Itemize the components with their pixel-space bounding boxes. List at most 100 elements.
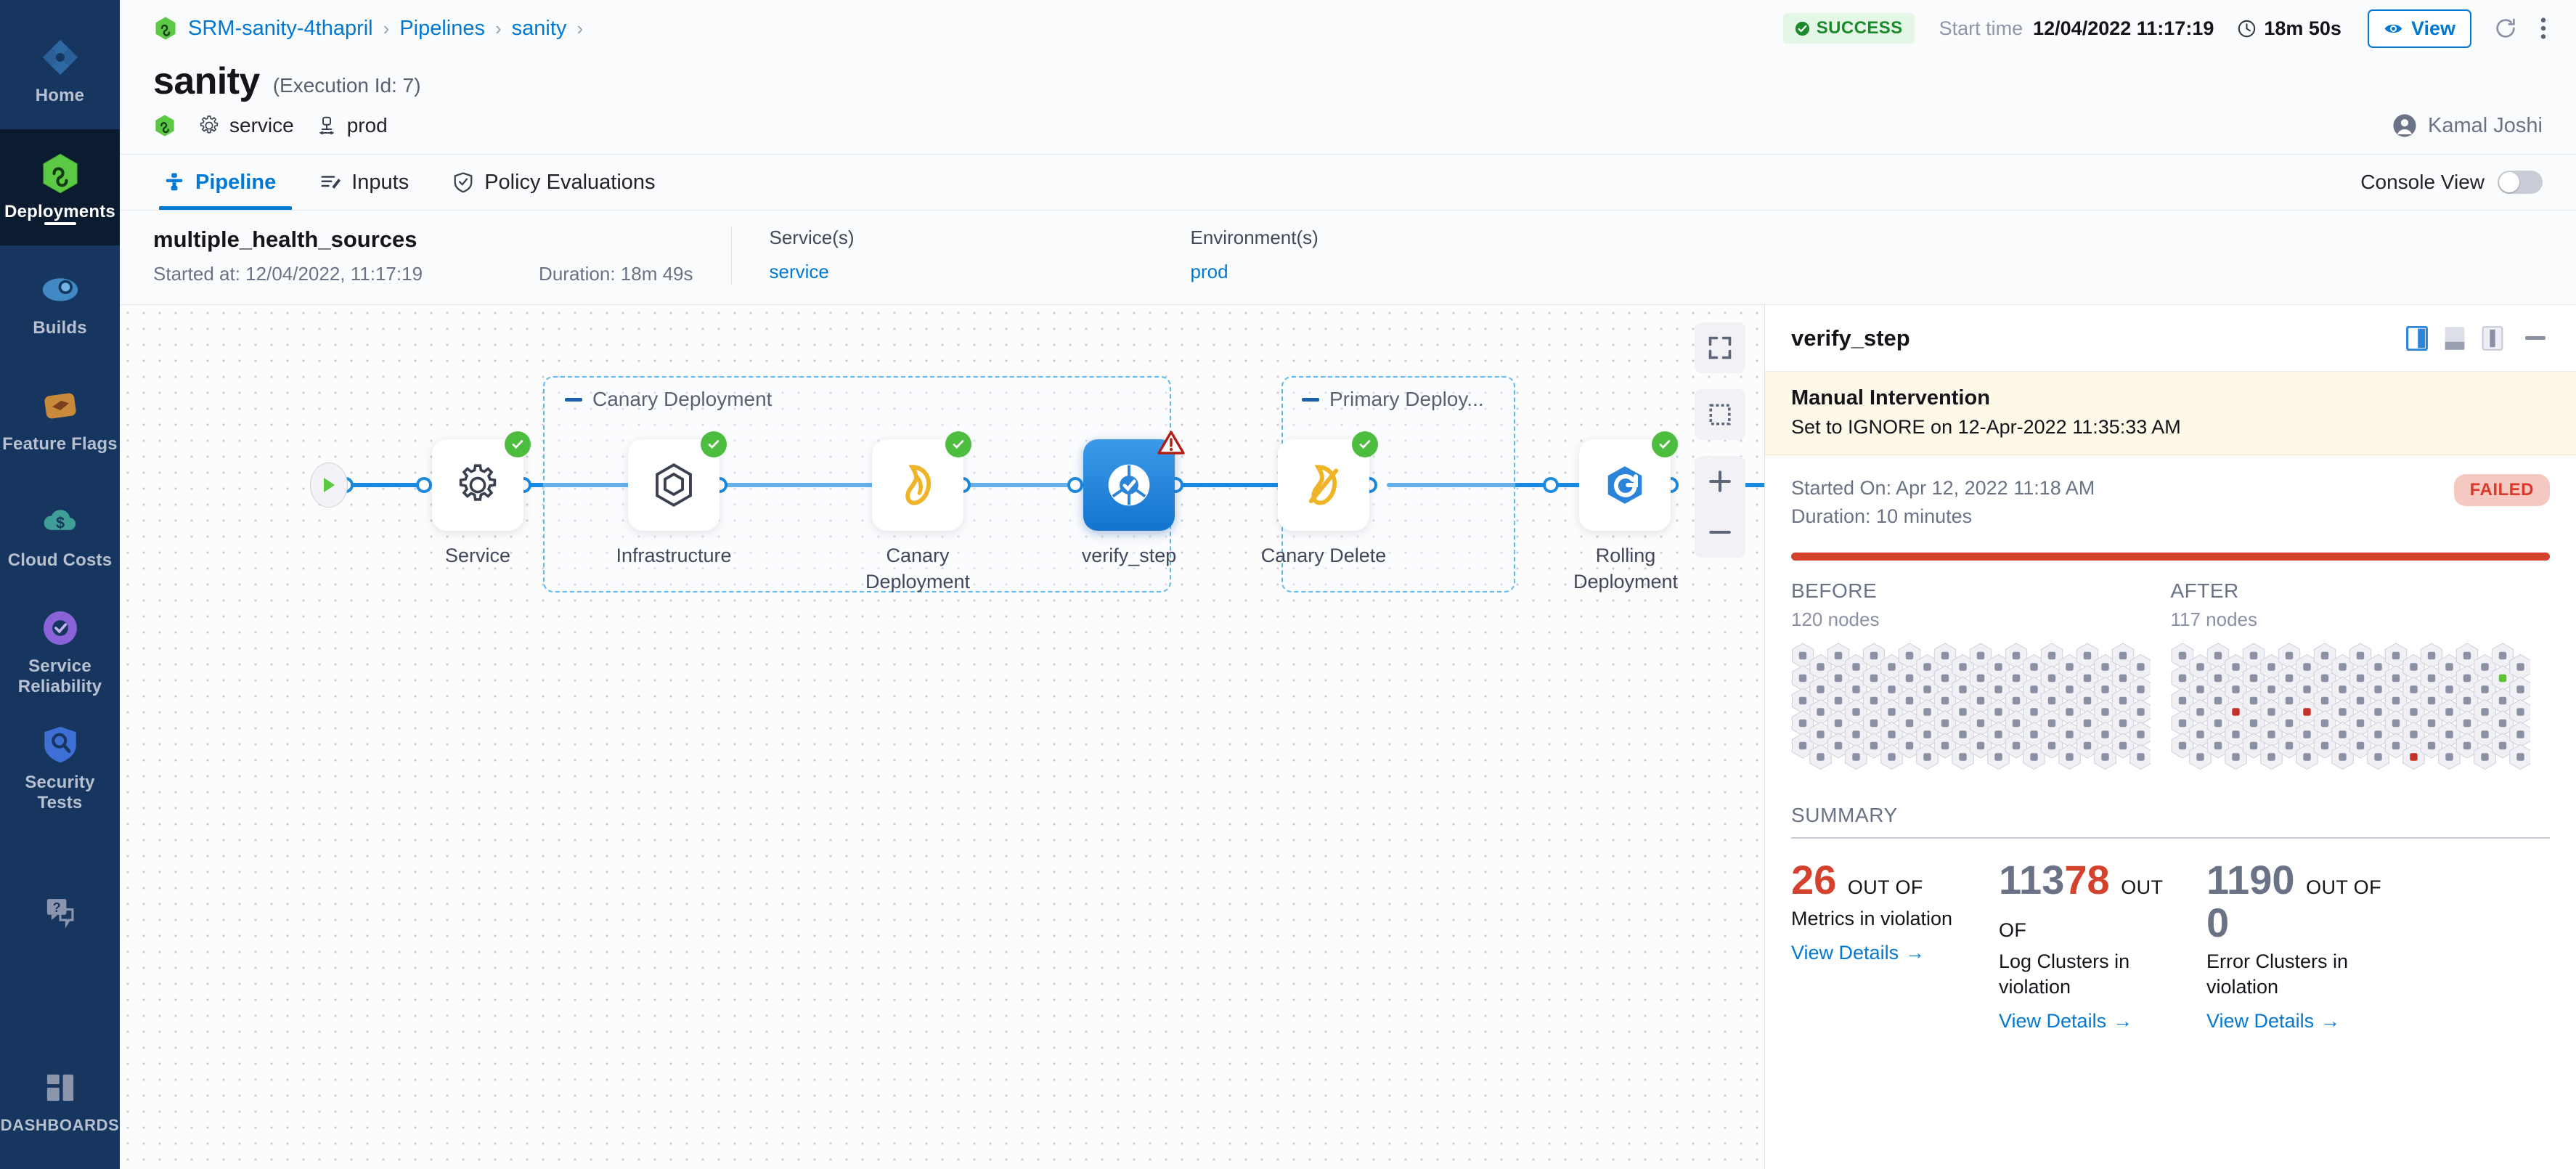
collapse-dash-icon[interactable]: [565, 397, 582, 402]
sidebar-item-service-reliability[interactable]: Service Reliability: [0, 594, 120, 710]
fullscreen-icon[interactable]: [1695, 322, 1745, 373]
minimize-icon[interactable]: [2525, 336, 2546, 340]
builds-icon: [42, 278, 78, 301]
console-view-control[interactable]: Console View: [2360, 155, 2543, 210]
metric-description: Log Clusters in violation: [1999, 950, 2130, 998]
user-name: Kamal Joshi: [2428, 113, 2543, 137]
view-button[interactable]: View: [2367, 9, 2471, 48]
sidebar-item-label: DASHBOARDS: [0, 1116, 120, 1135]
duration-value: 18m 50s: [2264, 17, 2341, 39]
breadcrumb-item-project[interactable]: SRM-sanity-4thapril: [188, 16, 373, 40]
cloud-costs-icon: $: [44, 510, 76, 532]
metric-view-details-link[interactable]: View Details →: [1791, 942, 1983, 964]
summary-metrics: 26 OUT OF Metrics in violation View Deta…: [1791, 858, 2550, 1032]
before-hex-canvas: [1791, 643, 2151, 770]
panel-body: Started On: Apr 12, 2022 11:18 AM Durati…: [1765, 455, 2576, 1169]
node-grids: [1791, 643, 2550, 781]
breadcrumb-separator: ›: [383, 17, 390, 39]
user-menu[interactable]: Kamal Joshi: [2392, 113, 2543, 138]
after-hex-grid[interactable]: [2171, 643, 2551, 781]
tab-spacer: [677, 155, 2361, 210]
tab-pipeline[interactable]: Pipeline: [153, 155, 298, 210]
pipeline-icon: [166, 173, 183, 191]
sidebar-item-help[interactable]: ?: [0, 857, 120, 973]
services-value[interactable]: service: [769, 261, 829, 282]
environment-chip[interactable]: prod: [316, 114, 388, 137]
check-icon: [953, 440, 964, 449]
svg-text:$: $: [55, 514, 64, 532]
sidebar-item-label: Builds: [33, 318, 87, 338]
node-rolling-deployment[interactable]: [1579, 439, 1671, 531]
breadcrumb-item-sanity[interactable]: sanity: [511, 16, 567, 40]
panel-maximize-icon[interactable]: [2482, 325, 2503, 351]
environments-value[interactable]: prod: [1190, 261, 1228, 282]
node-label-canary-delete: Canary Delete: [1260, 545, 1387, 566]
pipeline-canvas[interactable]: Canary Deployment Primary Deploy...: [120, 305, 1764, 1169]
sidebar-item-feature-flags[interactable]: Feature Flags: [0, 362, 120, 478]
meta-row: service prod Kamal Joshi: [120, 103, 2576, 154]
start-time-value: 12/04/2022 11:17:19: [2033, 17, 2214, 39]
group-canary-deployment[interactable]: [543, 376, 1171, 592]
before-hex-grid[interactable]: [1791, 643, 2171, 781]
user-avatar-icon: [2393, 114, 2416, 137]
breadcrumb-bar: SRM-sanity-4thapril › Pipelines › sanity…: [120, 0, 2576, 57]
metric-out-of: OUT OF: [2306, 876, 2381, 899]
primary-sidebar: Home Deployments Builds Feat: [0, 0, 120, 1169]
refresh-icon[interactable]: [2493, 16, 2518, 41]
status-badge-success: [1352, 431, 1378, 457]
node-infrastructure[interactable]: [628, 439, 720, 531]
collapse-dash-icon[interactable]: [1302, 397, 1319, 402]
status-badge-success: [505, 431, 531, 457]
sidebar-item-deployments[interactable]: Deployments: [0, 129, 120, 245]
node-service[interactable]: [432, 439, 523, 531]
check-icon: [1359, 440, 1371, 449]
node-canary-delete[interactable]: [1278, 439, 1369, 531]
breadcrumb-item-pipelines[interactable]: Pipelines: [399, 16, 485, 40]
view-button-label: View: [2410, 17, 2455, 39]
run-duration: Duration: 10 minutes: [1791, 505, 1973, 528]
after-column-header: AFTER 117 nodes: [2171, 579, 2551, 631]
panel-right-icon[interactable]: [2406, 325, 2428, 351]
service-chip[interactable]: service: [198, 114, 294, 137]
zoom-out-icon[interactable]: [1695, 507, 1745, 558]
sidebar-item-label: Service Reliability: [17, 656, 102, 696]
tab-policy-evaluations[interactable]: Policy Evaluations: [431, 155, 677, 210]
toggle-knob: [2499, 172, 2519, 192]
link-label: View Details: [1999, 1010, 2107, 1032]
tab-label: Pipeline: [195, 170, 277, 194]
port: [416, 477, 432, 493]
sidebar-item-home[interactable]: Home: [0, 13, 120, 129]
after-nodes: 117 nodes: [2170, 608, 2258, 631]
stage-name: multiple_health_sources: [153, 227, 417, 252]
service-reliability-icon: [43, 611, 77, 645]
metric-view-details-link[interactable]: View Details →: [2206, 1010, 2408, 1032]
sidebar-item-security-tests[interactable]: Security Tests: [0, 710, 120, 826]
vertical-divider: [730, 227, 732, 285]
link-label: View Details: [2206, 1010, 2315, 1032]
tab-label: Inputs: [351, 170, 409, 194]
run-meta-left: Started On: Apr 12, 2022 11:18 AM Durati…: [1791, 474, 2454, 531]
node-label-rolling-deployment: Rolling Deployment: [1573, 545, 1679, 592]
panel-bottom-icon[interactable]: [2444, 326, 2466, 351]
step-details-panel: verify_step: [1764, 305, 2576, 1169]
sidebar-item-builds[interactable]: Builds: [0, 245, 120, 362]
deployments-hex-infinity-icon: [42, 153, 78, 194]
node-label-service: Service: [444, 545, 511, 566]
more-vertical-icon[interactable]: [2540, 16, 2547, 41]
panel-header: verify_step: [1765, 305, 2576, 372]
services-label: Service(s): [769, 227, 855, 248]
node-canary-deployment[interactable]: [872, 439, 963, 531]
status-badge-warning: [1157, 430, 1186, 456]
sidebar-item-cloud-costs[interactable]: $ Cloud Costs: [0, 478, 120, 594]
zoom-in-icon[interactable]: [1695, 456, 1745, 507]
execution-id: (Execution Id: 7): [272, 74, 421, 97]
home-grid-icon: [42, 40, 78, 76]
node-verify-step[interactable]: [1083, 439, 1175, 531]
start-play-node[interactable]: [310, 463, 348, 508]
sidebar-item-dashboards[interactable]: DASHBOARDS: [0, 1043, 120, 1159]
tab-inputs[interactable]: Inputs: [298, 155, 431, 210]
edge-infra-canarydeploy: [708, 483, 889, 487]
select-area-icon[interactable]: [1695, 389, 1745, 440]
metric-view-details-link[interactable]: View Details →: [1999, 1010, 2190, 1032]
console-view-toggle[interactable]: [2498, 171, 2543, 194]
